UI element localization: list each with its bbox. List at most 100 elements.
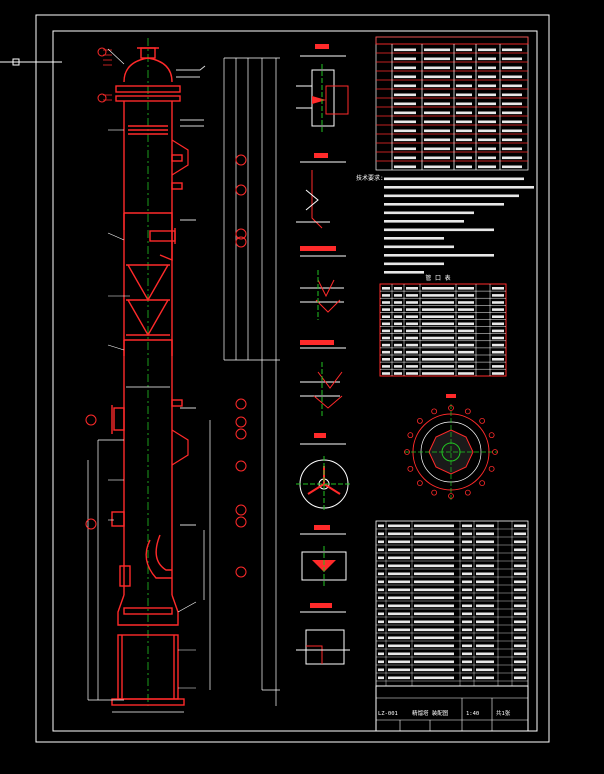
parts-cell-text [476,580,494,584]
bolt-hole [448,405,454,411]
parts-cell-text [514,676,526,680]
table-cell-text [424,138,450,142]
nozzle-cell-text [382,358,390,361]
nozzle-cell-text [406,365,418,368]
bolt-hole [479,480,486,487]
parts-cell-text [388,572,410,576]
nozzle-cell-text [394,322,402,326]
bolt-hole [416,417,423,424]
nozzle-cell-text [422,372,454,375]
nozzle-cell-text [458,358,474,361]
nozzle-cell-text [492,329,504,333]
parts-cell-text [378,620,384,624]
parts-cell-text [388,556,410,560]
bolt-hole [407,465,414,472]
table-cell-text [456,156,472,160]
parts-cell-text [378,660,384,664]
nozzle-cell-text [382,350,390,354]
detail-views [296,44,352,665]
parts-cell-text [414,604,454,608]
note-line [384,203,504,206]
bolt-hole [404,449,410,455]
nozzle-cell-text [394,350,402,354]
parts-cell-text [514,604,526,608]
parts-cell-text [476,596,494,600]
parts-cell-text [462,556,472,560]
nozzle-cell-text [492,322,504,326]
table-cell-text [424,102,450,106]
table-cell-text [424,129,450,133]
parts-cell-text [414,540,454,544]
bolt-hole [488,432,495,439]
parts-cell-text [462,660,472,664]
parts-cell-text [414,628,454,632]
nozzle-cell-text [406,372,418,375]
parts-cell-text [388,604,410,608]
table-cell-text [394,147,416,151]
parts-cell-text [378,556,384,560]
parts-cell-text [378,652,384,656]
parts-cell-text [388,580,410,584]
drawing-title: 精馏塔 装配图 [412,709,449,717]
parts-cell-text [476,572,494,576]
table-cell-text [456,111,472,115]
nozzle-cell-text [492,343,504,347]
nozzle-cell-text [422,287,454,290]
parts-cell-text [378,644,384,648]
nozzle-cell-text [422,350,454,354]
parts-cell-text [462,580,472,584]
parts-cell-text [414,636,454,640]
parts-cell-text [476,588,494,592]
table-cell-text [394,138,416,142]
table-cell-text [502,102,522,106]
note-line [384,271,424,274]
nozzle-cell-text [422,308,454,311]
parts-cell-text [378,532,384,536]
nozzle-cell-text [492,365,504,368]
parts-cell-text [462,676,472,680]
parts-cell-text [514,532,526,536]
parts-cell-text [514,660,526,664]
parts-cell-text [378,564,384,568]
parts-cell-text [514,540,526,544]
table-cell-text [502,66,522,70]
nozzle-cell-text [458,329,474,333]
nozzle-cell-text [422,336,454,340]
table-cell-text [394,75,416,79]
parts-list [375,520,529,687]
nozzle-cell-text [422,301,454,304]
nozzle-cell-text [458,294,474,297]
nozzle-table: 管 口 表 [379,274,507,377]
table-cell-text [424,120,450,124]
parts-cell-text [378,580,384,584]
parts-cell-text [476,532,494,536]
drawing-number: LZ-001 [378,711,398,717]
parts-cell-text [462,540,472,544]
parts-cell-text [476,540,494,544]
parts-cell-text [378,604,384,608]
nozzle-cell-text [458,343,474,347]
nozzle-cell-text [394,301,402,304]
table-cell-text [394,165,416,169]
nozzle-cell-text [458,322,474,326]
parts-cell-text [388,660,410,664]
nozzle-cell-text [382,287,390,290]
table-cell-text [394,84,416,88]
notes-heading: 技术要求: [356,174,384,182]
nozzle-cell-text [382,372,390,375]
nozzle-cell-text [406,294,418,297]
parts-cell-text [514,612,526,616]
parts-cell-text [462,636,472,640]
table-cell-text [394,93,416,97]
parts-cell-text [414,644,454,648]
bolt-hole [448,493,454,499]
parts-cell-text [378,636,384,640]
table-cell-text [478,120,496,124]
note-line [384,186,534,189]
parts-cell-text [476,636,494,640]
nozzle-cell-text [492,294,504,297]
table-cell-text [502,111,522,115]
nozzle-cell-text [406,329,418,333]
column-elevation [85,38,280,713]
parts-cell-text [514,620,526,624]
